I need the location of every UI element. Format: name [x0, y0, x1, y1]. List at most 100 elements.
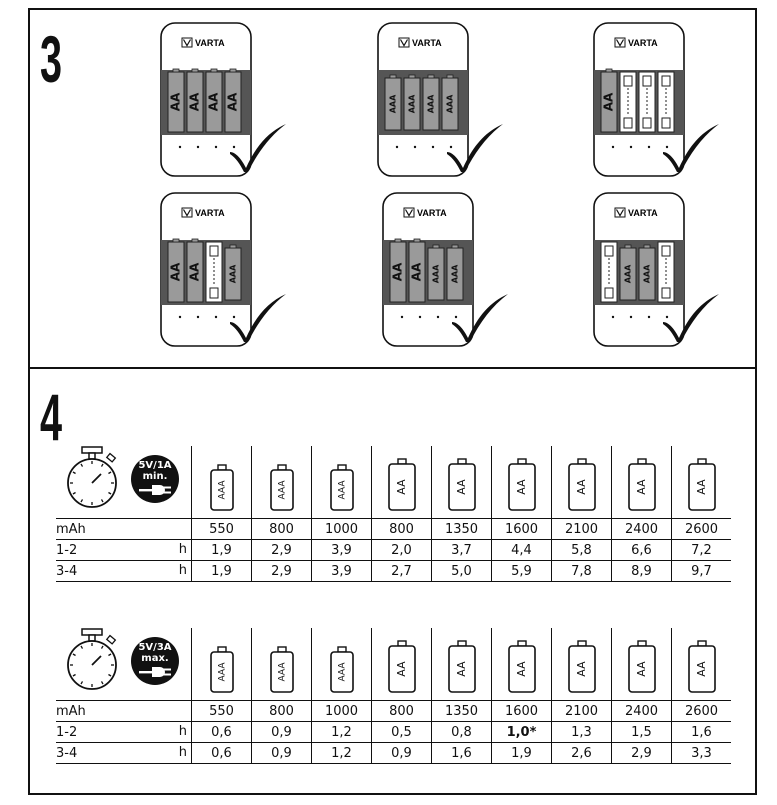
checkmark-icon: [445, 122, 505, 174]
slot-empty: [657, 241, 675, 303]
table-cell: 2,9: [611, 742, 672, 764]
battery-aa-icon: AA: [611, 446, 672, 519]
charger-2: VARTA AAA AAA AAA AAA: [377, 22, 469, 177]
row-unit: h: [178, 542, 187, 557]
table-cell: 5,9: [491, 560, 552, 582]
slot-aa: AA: [389, 238, 407, 303]
table-cell: 2,7: [371, 560, 432, 582]
table-cell: 800: [251, 518, 312, 540]
slot-aaa: AAA: [403, 74, 421, 131]
badge-limit: min.: [142, 471, 168, 482]
table-cell: 0,9: [251, 742, 312, 764]
svg-text:AAA: AAA: [408, 94, 417, 113]
checkmark-icon: [661, 292, 721, 344]
row-label-text: mAh: [56, 521, 86, 537]
table-cell: 3,7: [431, 539, 492, 561]
slot-aaa: AAA: [224, 244, 242, 301]
svg-text:AAA: AAA: [446, 94, 455, 113]
slot-aa: AA: [408, 238, 426, 303]
battery-type-label: AAA: [337, 662, 347, 682]
table-cell: 8,9: [611, 560, 672, 582]
battery-aaa-icon: AAA: [311, 628, 372, 701]
row-label-text: 1-2: [56, 724, 78, 740]
table-cell: 1000: [311, 700, 372, 722]
table-cell: 550: [191, 700, 252, 722]
row-label-text: 3-4: [56, 745, 78, 761]
battery-aa-icon: AA: [371, 446, 432, 519]
svg-text:AA: AA: [226, 92, 240, 111]
table-cell: 9,7: [671, 560, 731, 582]
battery-aa-icon: AA: [491, 446, 552, 519]
row-label-text: 1-2: [56, 542, 78, 558]
table-cell: 3,9: [311, 560, 372, 582]
battery-type-label: AA: [395, 661, 408, 677]
battery-aa-icon: AA: [671, 628, 731, 701]
slot-aaa: AAA: [441, 74, 459, 131]
table-cell: 1000: [311, 518, 372, 540]
stopwatch-icon: [60, 628, 124, 696]
battery-aa-icon: AA: [431, 446, 492, 519]
plug-icon: [139, 667, 171, 677]
table-cell: 6,6: [611, 539, 672, 561]
plug-icon: [139, 485, 171, 495]
table-cell: 1,9: [491, 742, 552, 764]
step-number-3: 3: [40, 22, 63, 96]
slot-empty: [657, 71, 675, 133]
brand-logo: VARTA: [628, 208, 658, 218]
table-cell: 550: [191, 518, 252, 540]
svg-text:AA: AA: [410, 262, 424, 281]
brand-logo: VARTA: [195, 208, 225, 218]
badge-current: 5V/1A: [138, 460, 172, 471]
battery-aa-icon: AA: [431, 628, 492, 701]
battery-type-label: AAA: [217, 662, 227, 682]
table-cell: 1,2: [311, 721, 372, 743]
svg-text:AA: AA: [188, 262, 202, 281]
svg-text:AAA: AAA: [229, 264, 238, 283]
checkmark-icon: [661, 122, 721, 174]
table-cell: 7,8: [551, 560, 612, 582]
slot-aa: AA: [186, 68, 204, 133]
battery-type-label: AA: [455, 479, 468, 495]
svg-text:AAA: AAA: [643, 264, 652, 283]
table-cell: 1,5: [611, 721, 672, 743]
charger-4: VARTA AA AA AAA: [160, 192, 252, 347]
slot-aaa: AAA: [427, 244, 445, 301]
checkmark-icon: [228, 292, 288, 344]
slot-empty: [638, 71, 656, 133]
battery-type-label: AAA: [277, 662, 287, 682]
table-cell: 0,9: [371, 742, 432, 764]
table-cell: 1,2: [311, 742, 372, 764]
row-label: mAh: [56, 700, 192, 722]
battery-aaa-icon: AAA: [251, 628, 312, 701]
table-cell: 1,0*: [491, 721, 552, 743]
charger-3: VARTA AA: [593, 22, 685, 177]
battery-type-label: AA: [695, 479, 708, 495]
table-cell: 5,0: [431, 560, 492, 582]
row-unit: h: [178, 745, 187, 760]
badge-current: 5V/3A: [138, 642, 172, 653]
brand-logo: VARTA: [412, 38, 442, 48]
battery-type-label: AA: [695, 661, 708, 677]
battery-type-label: AAA: [337, 480, 347, 500]
battery-header-row: AAA AAA AAA AA AA AA AA AA AA: [56, 628, 731, 701]
battery-aa-icon: AA: [491, 628, 552, 701]
battery-type-label: AA: [455, 661, 468, 677]
table-cell: 2,6: [551, 742, 612, 764]
slot-aaa: AAA: [446, 244, 464, 301]
row-label: mAh: [56, 518, 192, 540]
table-cell: 2,9: [251, 560, 312, 582]
slot-aaa: AAA: [384, 74, 402, 131]
battery-type-label: AA: [515, 661, 528, 677]
table-cell: 2,0: [371, 539, 432, 561]
battery-type-label: AA: [395, 479, 408, 495]
battery-aa-icon: AA: [551, 446, 612, 519]
bottom-rule: [28, 793, 757, 795]
battery-aaa-icon: AAA: [191, 446, 252, 519]
table-cell: 5,8: [551, 539, 612, 561]
step-number-4: 4: [40, 380, 63, 454]
slot-aaa: AAA: [638, 244, 656, 301]
svg-text:AAA: AAA: [427, 94, 436, 113]
